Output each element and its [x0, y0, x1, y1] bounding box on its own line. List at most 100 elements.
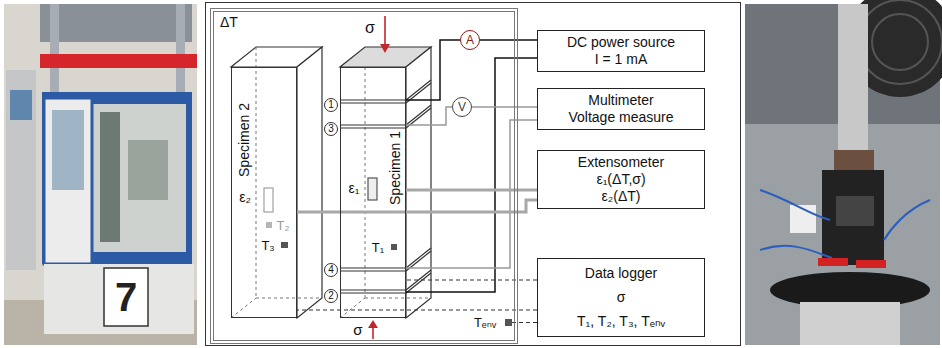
specimen-side-face: [406, 47, 431, 318]
chamber-door: [44, 98, 92, 264]
instrument-box: MultimeterVoltage measure: [537, 88, 705, 130]
hidden-edge: [231, 298, 256, 318]
electrode-band: [406, 80, 431, 100]
hidden-edge: [365, 298, 431, 299]
specimen-name: Specimen 2: [235, 103, 252, 177]
ammeter-symbol: A: [460, 30, 480, 50]
temperature-symbol: T₃: [261, 239, 274, 252]
box-text: ε₁(ΔT,σ): [596, 171, 645, 188]
stress-symbol: σ: [365, 20, 375, 36]
temperature-symbol: T₁: [372, 241, 384, 254]
grip-rod: [838, 4, 868, 152]
callout-circle: [325, 290, 338, 303]
wire-connector: [472, 106, 537, 108]
number-placard: [104, 268, 148, 326]
red-crosshead: [40, 54, 197, 68]
strain-gauge: [264, 188, 273, 212]
wire-connector: [297, 309, 537, 310]
chamber-interior: [90, 104, 186, 252]
specimen-photo: [822, 170, 884, 265]
box-text: I = 1 mA: [595, 51, 648, 68]
stress-symbol: σ: [353, 322, 362, 337]
electrode-band: [340, 124, 406, 125]
box-text: σ: [617, 289, 626, 306]
electrode-band: [340, 80, 431, 293]
machine-top: [40, 4, 192, 42]
strain-symbol: ε₂: [239, 190, 251, 204]
load-arrow: [372, 328, 374, 339]
specimen-photo: [836, 196, 874, 226]
machine-number: 7: [115, 277, 137, 317]
box-text: T₁, T₂, T₃, Tₑₙᵥ: [577, 313, 665, 330]
callout-number: 1: [328, 100, 334, 110]
fan-grill: [872, 14, 928, 70]
callout-number: 4: [328, 265, 334, 275]
temperature-sensor: [505, 319, 512, 326]
load-arrowhead: [368, 320, 378, 328]
callout-number: 2: [328, 291, 334, 301]
callout-circle: [325, 123, 338, 136]
computer-cabinet: [6, 70, 36, 270]
electrode-band: [340, 289, 406, 290]
hidden-edge: [256, 47, 257, 298]
temperature-sensor: [266, 222, 272, 228]
specimen-name: Specimen 1: [386, 131, 403, 205]
electrode-band: [340, 270, 406, 271]
photo-wire: [760, 190, 830, 220]
wire-connector: [406, 107, 452, 125]
figure-frame: [206, 3, 741, 346]
electrode-band: [406, 273, 431, 293]
instrument-box: Extensometerε₁(ΔT,σ)ε₂(ΔT): [537, 150, 705, 209]
wire-connector: [406, 40, 460, 100]
voltmeter-symbol: V: [452, 97, 472, 117]
box-text: DC power source: [567, 34, 675, 51]
electrode-band: [340, 127, 406, 128]
specimen-side-face: [297, 47, 322, 318]
electrode-band: [340, 292, 406, 293]
electrode-band: [406, 105, 431, 125]
electrode-band: [406, 248, 431, 268]
meter-letter: A: [466, 34, 474, 46]
box-text: Voltage measure: [568, 109, 673, 126]
wire-connector: [297, 200, 537, 212]
callout-circle: [325, 264, 338, 277]
meter-letter: V: [458, 101, 466, 113]
photo-ground: [4, 4, 197, 345]
load-arrowhead: [380, 44, 390, 53]
wire-connector: [480, 39, 537, 41]
computer-screen: [10, 90, 32, 120]
photo-wire: [884, 200, 930, 240]
electrode-band: [340, 102, 406, 103]
climate-chamber: ΔT Specimen 2 Specimen 1 A V: [210, 8, 518, 344]
strain-gauge: [368, 178, 377, 200]
grip-plate: [834, 150, 874, 170]
strain-symbol: ε₁: [349, 181, 360, 195]
temperature-symbol: Tₑₙᵥ: [474, 316, 496, 329]
box-text: Data logger: [585, 265, 657, 282]
photo-wire: [760, 246, 832, 258]
red-clip: [818, 258, 848, 266]
hidden-edge: [256, 298, 322, 299]
box-text: ε₂(ΔT): [602, 188, 641, 205]
temperature-sensor: [391, 244, 397, 250]
instrument-box: DC power sourceI = 1 mA: [537, 30, 705, 72]
callout-number: 3: [328, 124, 334, 134]
door-window: [52, 110, 84, 190]
callout-circle: [325, 99, 338, 112]
instrument-box: Data logger σT₁, T₂, T₃, Tₑₙᵥ: [537, 258, 705, 337]
temperature-symbol: T₂: [277, 219, 290, 232]
chamber-label: ΔT: [220, 14, 238, 31]
box-text: Multimeter: [588, 92, 653, 109]
fan-grill: [858, 0, 942, 84]
hidden-edge: [365, 67, 366, 298]
chamber-frame: [42, 92, 192, 264]
machine-base: [44, 264, 194, 334]
electrode-band: [340, 267, 406, 268]
electrode-band: [340, 99, 406, 100]
hidden-edge: [340, 298, 365, 318]
load-arrow: [384, 16, 386, 44]
platen-base: [800, 302, 900, 345]
box-text: Extensometer: [578, 154, 664, 171]
